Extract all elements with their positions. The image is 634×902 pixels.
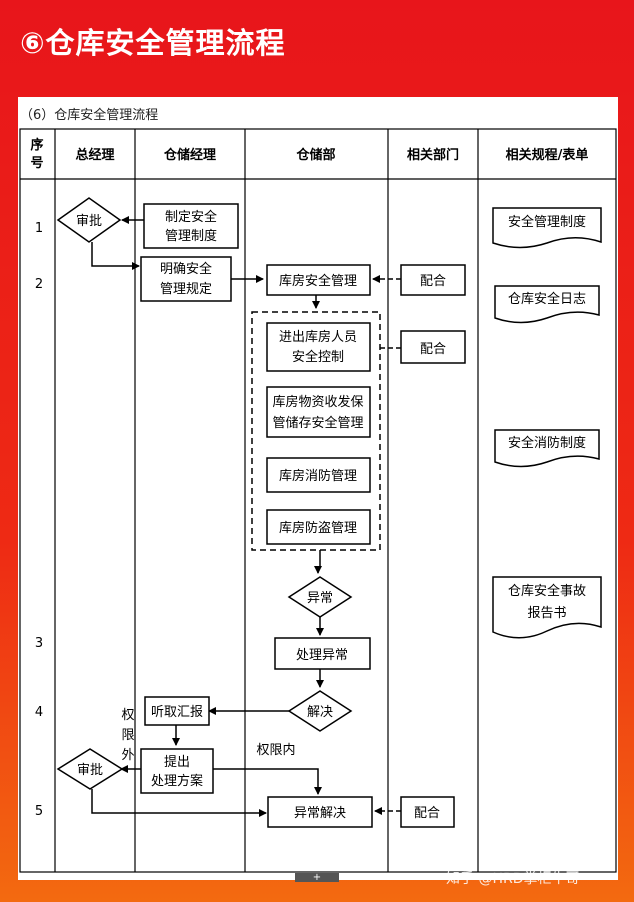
doc-safety-policy	[492, 207, 602, 249]
box-theft-mgmt	[266, 509, 371, 545]
handle-label: 处理异常	[296, 648, 348, 663]
box-listen-report	[144, 696, 210, 726]
doc-label: 仓库安全事故	[508, 583, 586, 599]
row-number: 5	[35, 804, 43, 819]
doc-safety-log	[494, 285, 600, 324]
approve-label: 审批	[77, 763, 103, 778]
watermark: 知乎 @HRD掌柜牛哥	[446, 871, 580, 887]
row-number: 3	[35, 636, 43, 651]
coop-label: 配合	[414, 806, 440, 821]
arrow-propose-to-solved	[213, 768, 322, 795]
expand-button[interactable]: +	[295, 873, 339, 883]
theft-label: 库房防盗管理	[279, 520, 357, 536]
box-fire-mgmt	[266, 457, 371, 493]
box-cooperate-1	[400, 264, 466, 296]
listen-label: 听取汇报	[151, 705, 203, 720]
box-cooperate-3	[400, 796, 455, 828]
access-label-2: 安全控制	[292, 349, 344, 365]
solved-label: 异常解决	[294, 806, 346, 821]
coop-label: 配合	[420, 342, 446, 357]
propose-label-2: 处理方案	[151, 773, 203, 789]
box-handle-abnormal	[274, 637, 371, 670]
box-cooperate-2	[400, 330, 466, 364]
decision-approve-2	[56, 748, 124, 790]
page-title: ⑥仓库安全管理流程	[20, 26, 286, 60]
header-rules: 相关规程/表单	[506, 147, 589, 163]
draft-label-2: 管理制度	[165, 228, 217, 244]
approve-label: 审批	[76, 214, 102, 229]
flowchart: （6）仓库安全管理流程 序 号 总经理 仓储经理 仓储部 相关部门 相关规程/表…	[19, 107, 617, 873]
swimlane-grid	[19, 128, 617, 873]
row-number: 4	[35, 705, 43, 720]
goods-label-2: 管储存安全管理	[272, 415, 363, 431]
doc-label: 安全管理制度	[508, 214, 586, 230]
propose-label-1: 提出	[164, 754, 190, 770]
resolve-label: 解决	[307, 705, 333, 720]
header-rd: 相关部门	[407, 147, 459, 163]
doc-label: 仓库安全日志	[508, 291, 586, 307]
header-wm: 仓储经理	[163, 147, 216, 163]
arrow-approve-to-solved	[91, 789, 267, 817]
access-label-1: 进出库房人员	[279, 329, 357, 345]
doc-label: 安全消防制度	[508, 435, 586, 451]
within-label: 权限内	[256, 742, 295, 758]
arrow-approve-to-define	[91, 242, 140, 270]
arrow-group-to-abnormal	[314, 550, 322, 574]
box-propose-plan	[140, 748, 214, 794]
box-goods-storage	[266, 386, 371, 438]
header-seq-1: 序	[30, 137, 43, 153]
doc-label: 报告书	[527, 606, 566, 621]
doc-fire-policy	[494, 429, 600, 468]
doc-accident-report	[492, 576, 602, 639]
coop-label: 配合	[420, 274, 446, 289]
abnormal-label: 异常	[307, 591, 333, 606]
beyond-label-2: 限	[121, 728, 134, 743]
row-number: 2	[35, 277, 43, 292]
decision-resolve	[287, 690, 353, 732]
decision-approve-1	[56, 197, 122, 243]
doc-title: （6）仓库安全管理流程	[20, 107, 158, 123]
row-number: 1	[35, 221, 43, 236]
flowchart-card: （6）仓库安全管理流程 序 号 总经理 仓储经理 仓储部 相关部门 相关规程/表…	[18, 97, 618, 880]
header-wd: 仓储部	[295, 147, 335, 163]
box-define-rules	[140, 256, 232, 302]
header-gm: 总经理	[75, 147, 114, 163]
box-draft-policy	[143, 203, 239, 249]
box-access-control	[266, 322, 371, 372]
box-solved	[267, 796, 373, 828]
define-label-2: 管理规定	[160, 282, 212, 297]
beyond-label-3: 外	[121, 748, 134, 763]
header-seq-2: 号	[30, 156, 43, 171]
box-warehouse-mgmt	[266, 264, 371, 296]
beyond-label-1: 权	[121, 707, 134, 723]
goods-label-1: 库房物资收发保	[272, 394, 363, 410]
fire-label: 库房消防管理	[279, 468, 357, 484]
wh-mgmt-label: 库房安全管理	[279, 273, 357, 289]
decision-abnormal	[287, 576, 353, 618]
define-label-1: 明确安全	[160, 261, 212, 277]
draft-label-1: 制定安全	[165, 209, 217, 225]
